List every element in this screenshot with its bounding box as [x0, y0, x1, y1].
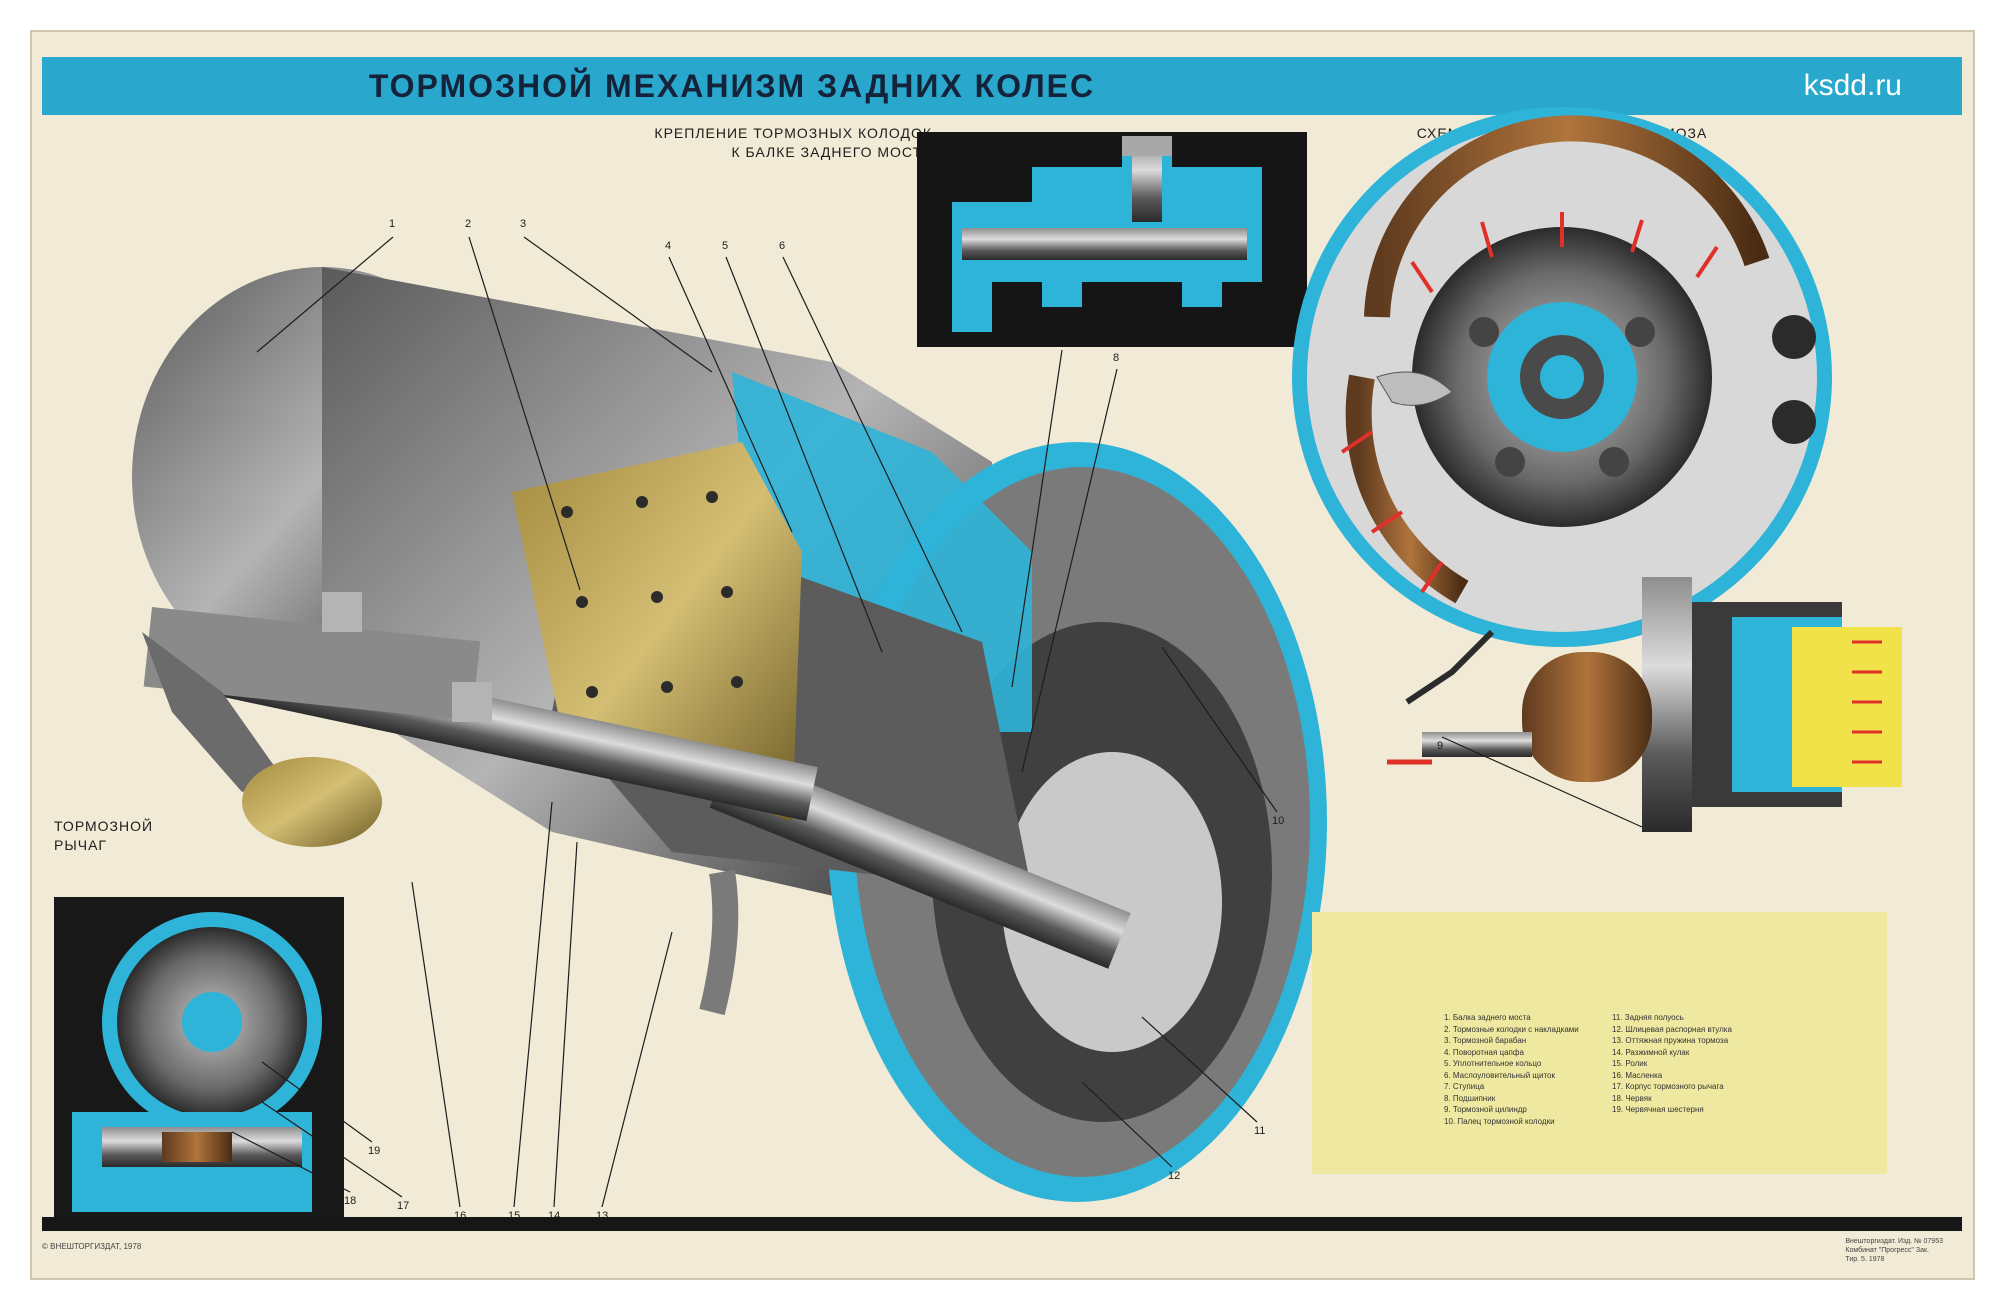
imprint-line: Тир. 5. 1978 [1845, 1256, 1885, 1263]
legend-item: 10. Палец тормозной колодки [1444, 1116, 1555, 1126]
lever-caption-line2: РЫЧАГ [54, 837, 107, 853]
lever-inset [54, 897, 344, 1217]
callout-12: 12 [1168, 1170, 1181, 1182]
brake-drum [132, 267, 1327, 1202]
publisher-note: © ВНЕШТОРГИЗДАТ, 1978 [42, 1242, 142, 1251]
callout-11: 11 [1254, 1125, 1266, 1137]
cam-shaft [142, 592, 818, 1016]
legend-item: 16. Масленка [1612, 1070, 1663, 1080]
illustration-layer [54, 107, 1902, 1217]
lever-caption-line1: ТОРМОЗНОЙ [54, 818, 154, 834]
callout-17: 17 [397, 1200, 410, 1212]
mount-caption: КРЕПЛЕНИЕ ТОРМОЗНЫХ КОЛОДОК К БАЛКЕ ЗАДН… [532, 124, 932, 162]
brake-chamber [1387, 577, 1902, 832]
legend-item: 14. Разжимной кулак [1612, 1047, 1690, 1057]
legend-item: 7. Ступица [1444, 1082, 1485, 1091]
mount-caption-line1: КРЕПЛЕНИЕ ТОРМОЗНЫХ КОЛОДОК [654, 125, 932, 141]
callout-1: 1 [389, 218, 396, 230]
poster: ТОРМОЗНОЙ МЕХАНИЗМ ЗАДНИХ КОЛЕС ksdd.ru … [30, 30, 1975, 1280]
legend-item: 15. Ролик [1612, 1059, 1648, 1068]
legend-item: 4. Поворотная цапфа [1444, 1047, 1524, 1057]
legend-item: 11. Задняя полуось [1612, 1013, 1684, 1022]
drive-scheme-inset [1292, 107, 1832, 705]
legend-right-column: 11. Задняя полуось 12. Шлицевая распорна… [1612, 1012, 1732, 1116]
legend-item: 8. Подшипник [1444, 1093, 1496, 1103]
callout-9: 9 [1437, 740, 1444, 752]
callout-5: 5 [722, 240, 729, 252]
callout-4: 4 [665, 240, 672, 252]
callout-6: 6 [779, 240, 786, 252]
mount-inset [917, 132, 1307, 347]
legend-item: 17. Корпус тормозного рычага [1612, 1082, 1724, 1091]
imprint-line: Комбинат "Прогресс" Зак. [1845, 1247, 1929, 1254]
title-band: ТОРМОЗНОЙ МЕХАНИЗМ ЗАДНИХ КОЛЕС ksdd.ru [42, 57, 1962, 115]
lever-caption: ТОРМОЗНОЙ РЫЧАГ [54, 817, 153, 855]
callout-2: 2 [465, 218, 472, 230]
callout-7: 7 [1058, 332, 1065, 344]
imprint-line: Внешторгиздат. Изд. № 07953 [1845, 1238, 1943, 1245]
poster-title: ТОРМОЗНОЙ МЕХАНИЗМ ЗАДНИХ КОЛЕС [368, 68, 1096, 104]
watermark: ksdd.ru [1803, 69, 1902, 102]
legend-item: 5. Уплотнительное кольцо [1444, 1059, 1542, 1068]
legend-item: 19. Червячная шестерня [1612, 1105, 1704, 1114]
legend-item: 1. Балка заднего моста [1444, 1013, 1531, 1022]
legend-item: 9. Тормозной цилиндр [1444, 1105, 1527, 1114]
legend-left-column: 1. Балка заднего моста 2. Тормозные коло… [1444, 1012, 1579, 1127]
legend-box: 1. Балка заднего моста 2. Тормозные коло… [1312, 912, 1887, 1174]
callout-8: 8 [1113, 352, 1120, 364]
mount-caption-line2: К БАЛКЕ ЗАДНЕГО МОСТА [731, 144, 932, 160]
callout-18: 18 [344, 1195, 357, 1207]
legend-item: 18. Червяк [1612, 1093, 1652, 1103]
imprint-note: Внешторгиздат. Изд. № 07953 Комбинат "Пр… [1845, 1237, 1943, 1264]
leader-lines [231, 236, 1643, 1208]
legend-item: 13. Оттяжная пружина тормоза [1612, 1036, 1729, 1045]
callout-19: 19 [368, 1145, 381, 1157]
callout-3: 3 [520, 218, 527, 230]
footer-band [42, 1217, 1962, 1231]
callout-10: 10 [1272, 815, 1285, 827]
legend-item: 6. Маслоуловительный щиток [1444, 1070, 1555, 1080]
legend-item: 2. Тормозные колодки с накладками [1444, 1024, 1579, 1034]
legend-item: 3. Тормозной барабан [1444, 1036, 1527, 1045]
legend-item: 12. Шлицевая распорная втулка [1612, 1024, 1732, 1034]
